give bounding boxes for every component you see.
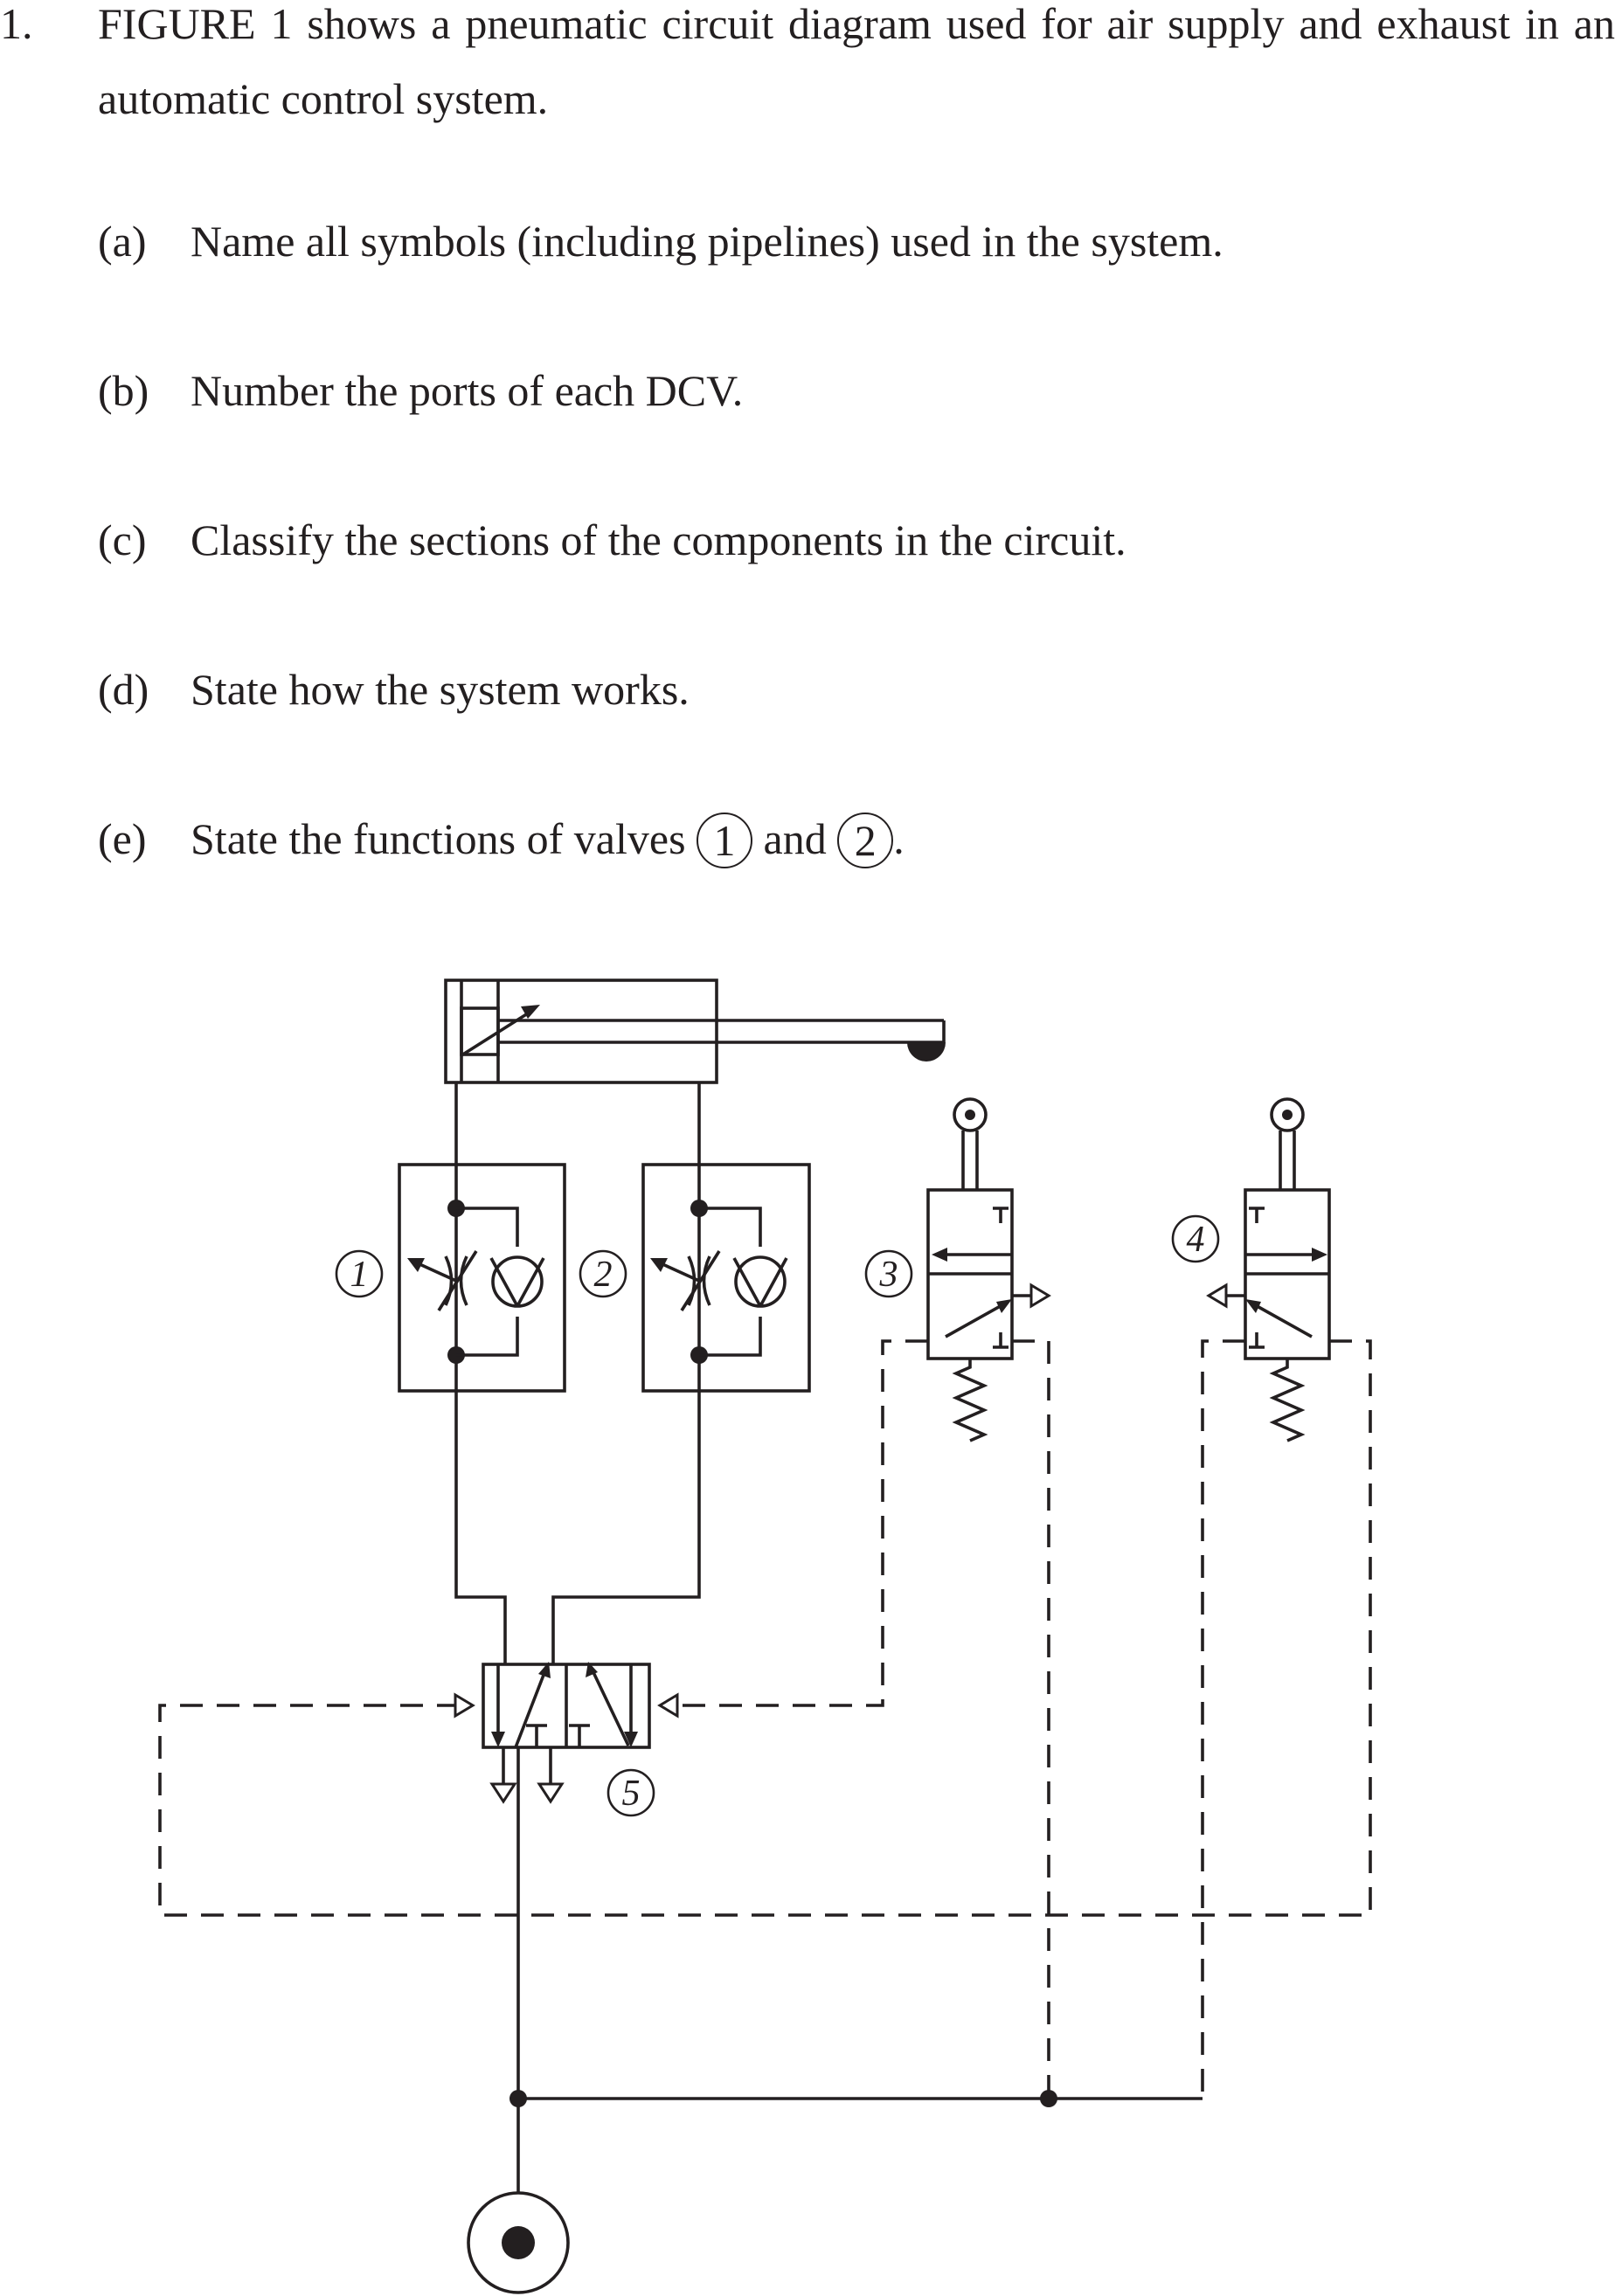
exhaust-icon bbox=[537, 1782, 565, 1804]
double-acting-cylinder bbox=[444, 979, 946, 1084]
part-d-label: (d) bbox=[98, 665, 149, 714]
part-c-text: Classify the sections of the components … bbox=[191, 515, 1126, 564]
junction-dot bbox=[509, 2090, 527, 2107]
supply-line-valve4 bbox=[1201, 1339, 1245, 2099]
part-b-label: (b) bbox=[98, 366, 149, 415]
roller-valve-4 bbox=[1206, 1097, 1331, 1442]
part-d-text: State how the system works. bbox=[191, 665, 690, 714]
svg-text:4: 4 bbox=[1187, 1220, 1205, 1260]
spring-icon bbox=[952, 1359, 988, 1442]
svg-text:1: 1 bbox=[350, 1255, 369, 1295]
pipe-to-dcv-left bbox=[454, 1391, 507, 1664]
part-c: (c) Classify the sections of the componen… bbox=[98, 502, 1126, 577]
roller-tip-icon bbox=[907, 1042, 946, 1062]
flow-control-valve-2 bbox=[641, 1163, 811, 1393]
pipe-to-dcv-right bbox=[551, 1391, 701, 1664]
valve-ref-1: 1 bbox=[697, 812, 753, 868]
pilot-right-icon bbox=[657, 1692, 679, 1719]
part-b-text: Number the ports of each DCV. bbox=[191, 366, 744, 415]
valve-ref-2: 2 bbox=[837, 812, 894, 868]
part-b: (b) Number the ports of each DCV. bbox=[98, 353, 743, 428]
pressure-source-dot bbox=[502, 2226, 535, 2259]
question-number: 1. bbox=[0, 0, 33, 48]
component-label-4: 4 bbox=[1171, 1214, 1220, 1263]
component-label-5: 5 bbox=[606, 1768, 655, 1817]
part-d: (d) State how the system works. bbox=[98, 652, 690, 727]
question-intro: FIGURE 1 shows a pneumatic circuit diagr… bbox=[98, 0, 1615, 123]
svg-text:2: 2 bbox=[594, 1255, 613, 1295]
part-a: (a) Name all symbols (including pipelines… bbox=[98, 204, 1223, 279]
part-a-text: Name all symbols (including pipelines) u… bbox=[191, 217, 1223, 266]
pressure-source-icon bbox=[467, 2191, 570, 2294]
exhaust-icon bbox=[1206, 1283, 1228, 1309]
component-label-1: 1 bbox=[335, 1249, 384, 1298]
roller-valve-3 bbox=[926, 1097, 1051, 1442]
supply-line-valve3 bbox=[1012, 1339, 1050, 2099]
part-e-text: State the functions of valves bbox=[191, 814, 686, 863]
svg-text:5: 5 bbox=[622, 1774, 641, 1814]
part-e: (e) State the functions of valves 1 and 2… bbox=[98, 801, 905, 876]
pilot-line-valve3-to-dcv bbox=[677, 1339, 928, 1707]
spring-icon bbox=[1269, 1359, 1306, 1442]
junction-dot bbox=[1040, 2090, 1057, 2107]
pilot-line-valve4-to-dcv bbox=[158, 1339, 1372, 1917]
part-e-joiner: and bbox=[763, 814, 827, 863]
part-e-end: . bbox=[893, 814, 905, 863]
five-two-dcv bbox=[454, 1662, 679, 1804]
pilot-left-icon bbox=[454, 1692, 475, 1719]
component-label-2: 2 bbox=[579, 1249, 627, 1298]
svg-text:3: 3 bbox=[879, 1255, 898, 1295]
flow-control-valve-1 bbox=[398, 1163, 566, 1393]
part-e-label: (e) bbox=[98, 814, 147, 863]
exhaust-icon bbox=[1029, 1283, 1051, 1309]
part-c-label: (c) bbox=[98, 515, 147, 564]
component-label-3: 3 bbox=[864, 1249, 913, 1298]
exhaust-icon bbox=[489, 1782, 517, 1804]
part-a-label: (a) bbox=[98, 217, 147, 266]
